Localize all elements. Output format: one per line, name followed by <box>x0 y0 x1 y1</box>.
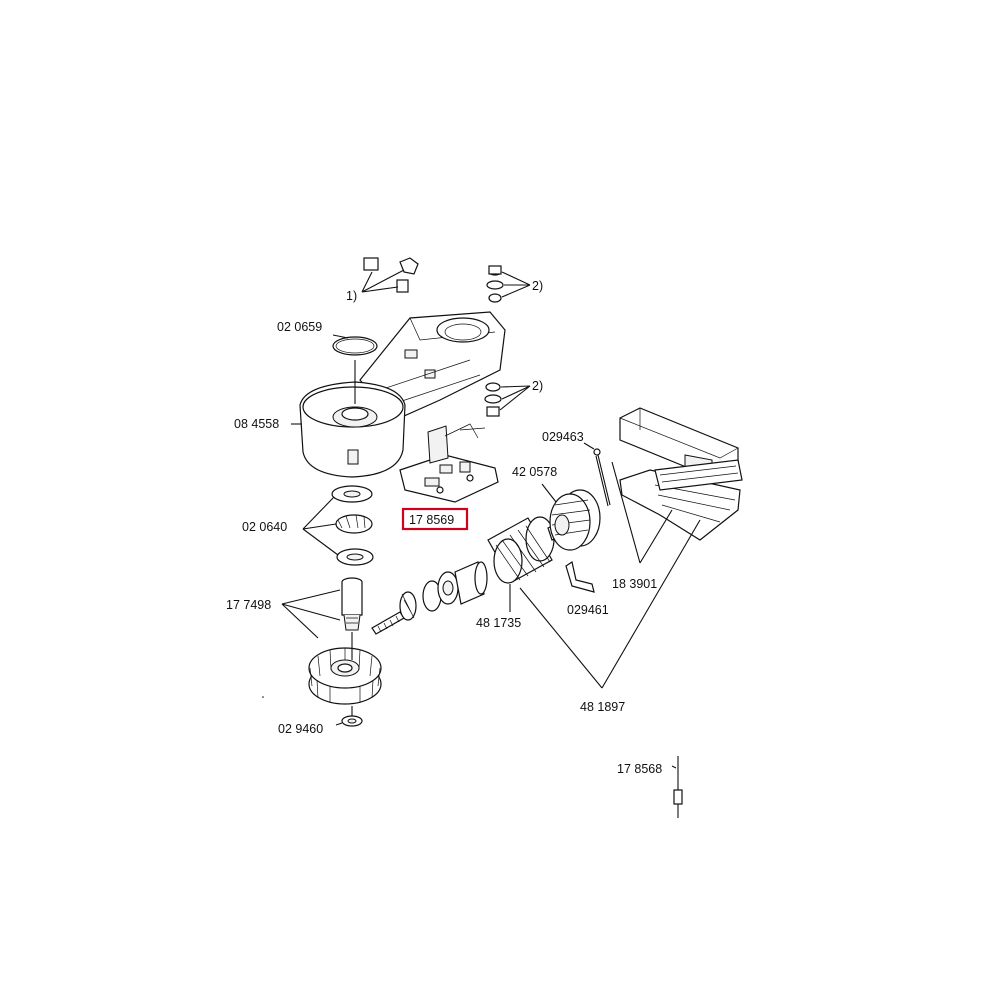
label-020659: 02 0659 <box>277 320 322 334</box>
label-020640: 02 0640 <box>242 520 287 534</box>
label-note-2-upper: 2) <box>532 279 543 293</box>
gear-housing-part <box>299 311 506 478</box>
label-420578: 42 0578 <box>512 465 557 479</box>
label-029461: 029461 <box>567 603 609 617</box>
highlight-box-178569 <box>401 507 469 531</box>
leader-481897 <box>519 519 701 689</box>
label-084558: 08 4558 <box>234 417 279 431</box>
label-178568: 17 8568 <box>617 762 662 776</box>
label-178569: 17 8569 <box>409 513 454 527</box>
washer-group-lower <box>484 382 531 417</box>
label-029463: 029463 <box>542 430 584 444</box>
brush-parts-group <box>361 257 419 293</box>
label-177498: 17 7498 <box>226 598 271 612</box>
o-ring-part <box>332 334 378 356</box>
label-481735: 48 1735 <box>476 616 521 630</box>
label-029460: 02 9460 <box>278 722 323 736</box>
cable-pin-part <box>671 756 683 818</box>
spring-clip-part <box>399 257 419 275</box>
field-coil-part <box>619 407 743 541</box>
washer-group-upper <box>486 265 531 303</box>
large-gear-part <box>308 632 382 705</box>
label-note-2-lower: 2) <box>532 379 543 393</box>
spindle-part <box>281 577 363 639</box>
commutator-part <box>541 483 601 551</box>
small-washer-part <box>335 706 363 727</box>
switch-board-part <box>399 423 499 503</box>
brush-holder-part <box>363 257 379 271</box>
armature-rotor-part <box>371 516 575 635</box>
bearing-washer-stack-part <box>302 485 374 566</box>
clip-part <box>565 561 595 593</box>
label-note-1: 1) <box>346 289 357 303</box>
screw-part <box>583 442 611 507</box>
label-183901: 18 3901 <box>612 577 657 591</box>
label-481897: 48 1897 <box>580 700 625 714</box>
carbon-brush-part <box>396 279 409 293</box>
